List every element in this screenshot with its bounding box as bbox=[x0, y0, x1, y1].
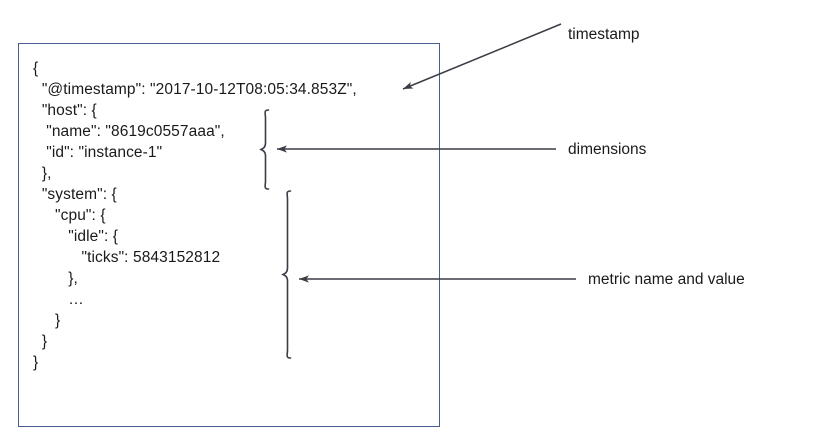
annotation-label-timestamp: timestamp bbox=[568, 26, 640, 43]
json-code-block: { "@timestamp": "2017-10-12T08:05:34.853… bbox=[33, 60, 357, 371]
annotation-label-metric: metric name and value bbox=[588, 271, 745, 288]
annotation-label-dimensions: dimensions bbox=[568, 141, 647, 158]
json-document-box: { "@timestamp": "2017-10-12T08:05:34.853… bbox=[18, 43, 440, 427]
